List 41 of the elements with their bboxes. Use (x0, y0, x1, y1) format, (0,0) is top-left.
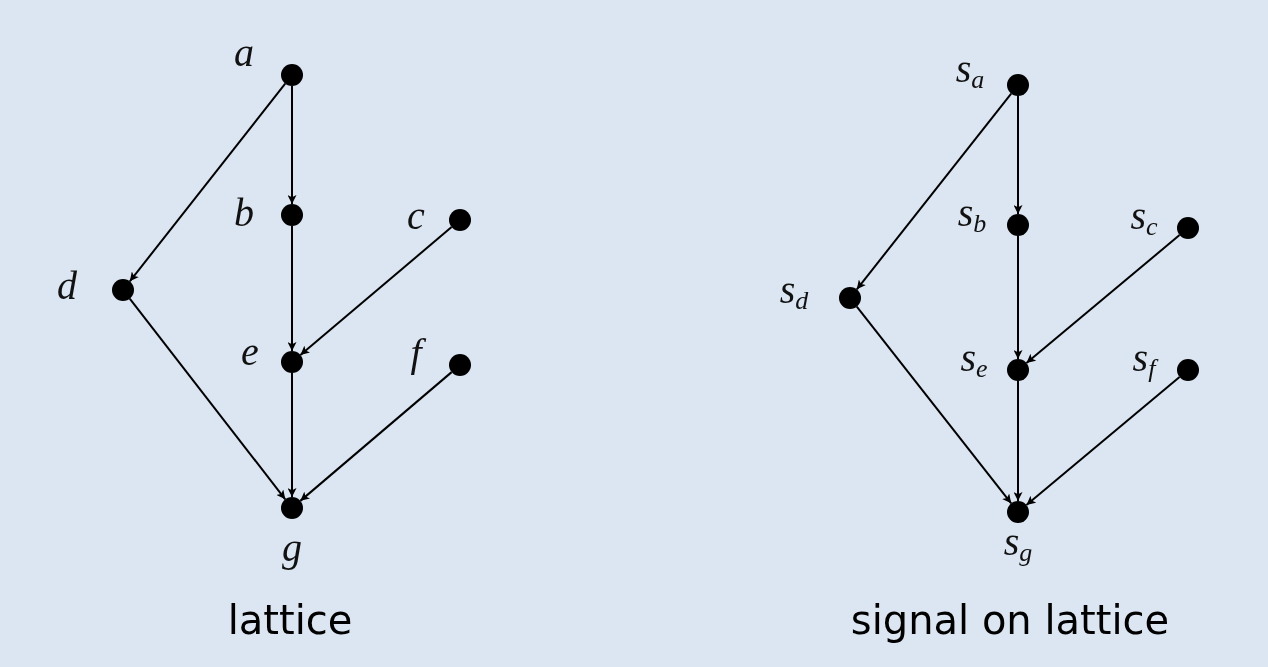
vertex-dot (281, 64, 303, 86)
arrow (128, 297, 287, 501)
vertex-dot (449, 209, 471, 231)
vertex-label: a (234, 33, 254, 73)
arrow (1013, 95, 1023, 215)
arrow (128, 82, 287, 283)
vertex-label: g (282, 528, 302, 568)
vertex-dot (1007, 214, 1029, 236)
vertex-label: s$_{e}$ (960, 338, 988, 382)
vertex-dot (1007, 359, 1029, 381)
arrow (1025, 234, 1181, 364)
vertex-dot (281, 497, 303, 519)
vertex-label: s$_{b}$ (957, 193, 987, 237)
arrow (1025, 376, 1181, 506)
arrow (1013, 380, 1023, 502)
arrow (287, 372, 297, 498)
vertex-dot (1007, 74, 1029, 96)
arrow (299, 226, 453, 356)
vertex-label: e (241, 332, 259, 372)
vertex-dot (281, 204, 303, 226)
arrow (287, 225, 297, 352)
vertex-label: s$_{g}$ (1003, 522, 1033, 566)
arrow (287, 85, 297, 205)
vertex-label: d (57, 266, 77, 306)
vertex-dot (1007, 501, 1029, 523)
arrow (855, 305, 1013, 505)
panel-caption: lattice (227, 600, 353, 640)
vertex-dot (1177, 359, 1199, 381)
vertex-dot (281, 351, 303, 373)
vertex-dot (839, 287, 861, 309)
arrow (1013, 235, 1023, 360)
vertex-dot (1177, 217, 1199, 239)
vertex-label: s$_{c}$ (1130, 196, 1158, 240)
vertex-label: s$_{a}$ (955, 49, 985, 93)
vertex-label: b (234, 193, 254, 233)
vertex-dot (112, 279, 134, 301)
arrow (855, 92, 1013, 291)
arrow (299, 371, 453, 502)
vertex-label: c (407, 196, 425, 236)
vertex-dot (449, 354, 471, 376)
vertex-label: s$_{d}$ (779, 270, 809, 314)
